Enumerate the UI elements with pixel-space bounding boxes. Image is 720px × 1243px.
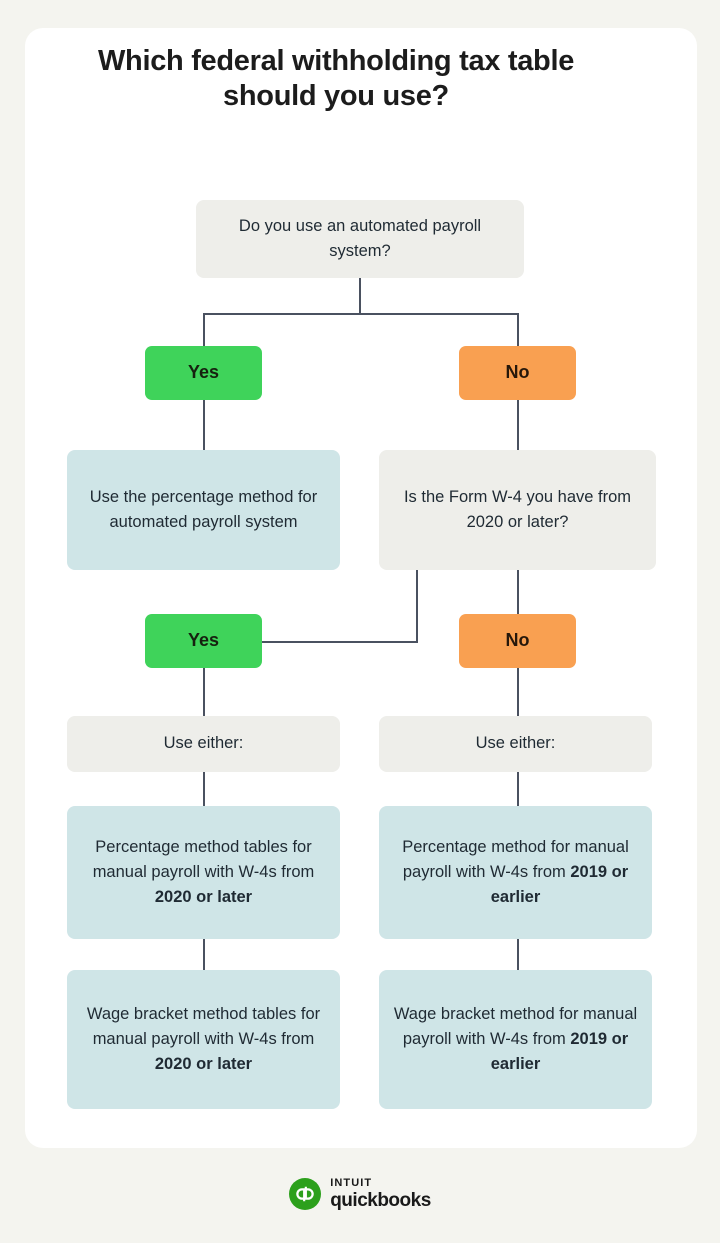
branch-yes-w4-2020[interactable]: Yes — [145, 614, 262, 668]
connector-no-to-use-either-right — [517, 668, 519, 716]
outcome-right-percentage-method-label: Percentage method for manual payroll wit… — [391, 835, 640, 910]
connector-right-outcome1-to-outcome2 — [517, 939, 519, 970]
connector-w4-yes-drop — [416, 570, 418, 643]
outcome-left-wage-bracket-method-label: Wage bracket method tables for manual pa… — [79, 1002, 328, 1077]
outcome-left-percentage-method-emphasis: 2020 or later — [154, 888, 253, 907]
connector-yes-to-automated-result — [203, 400, 205, 450]
branch-no-w4-2020[interactable]: No — [459, 614, 576, 668]
connector-yes-to-use-either-left — [203, 668, 205, 716]
connector-left-outcome1-to-outcome2 — [203, 939, 205, 970]
connector-w4-yes-arm — [262, 641, 418, 643]
outcome-left-percentage-method-label: Percentage method tables for manual payr… — [79, 835, 328, 910]
question-w4-year: Is the Form W-4 you have from 2020 or la… — [379, 450, 656, 570]
outcome-right-percentage-method-text: Percentage method for manual payroll wit… — [402, 837, 629, 881]
label-use-either-left: Use either: — [67, 716, 340, 772]
connector-w4-to-no — [517, 570, 519, 614]
label-use-either-right: Use either: — [379, 716, 652, 772]
quickbooks-label: quickbooks — [330, 1190, 431, 1211]
connector-use-either-right-to-outcome1 — [517, 772, 519, 806]
connector-root-stem — [359, 278, 361, 314]
outcome-left-wage-bracket-method-emphasis: 2020 or later — [154, 1055, 253, 1074]
outcome-left-wage-bracket-method: Wage bracket method tables for manual pa… — [67, 970, 340, 1109]
outcome-left-percentage-method-text: Percentage method tables for manual payr… — [92, 837, 315, 881]
label-use-either-left-text: Use either: — [163, 734, 244, 753]
question-automated-payroll-label: Do you use an automated payroll system? — [238, 216, 482, 260]
connector-use-either-left-to-outcome1 — [203, 772, 205, 806]
footer-logo: INTUIT quickbooks — [0, 1178, 720, 1210]
outcome-right-percentage-method: Percentage method for manual payroll wit… — [379, 806, 652, 939]
page-title: Which federal withholding tax table shou… — [97, 45, 575, 113]
branch-no-automated[interactable]: No — [459, 346, 576, 400]
intuit-label: INTUIT — [330, 1177, 373, 1189]
connector-no-to-w4-question — [517, 400, 519, 450]
outcome-right-wage-bracket-method: Wage bracket method for manual payroll w… — [379, 970, 652, 1109]
outcome-left-wage-bracket-method-text: Wage bracket method tables for manual pa… — [86, 1004, 321, 1048]
branch-yes-automated[interactable]: Yes — [145, 346, 262, 400]
connector-root-to-yes — [203, 313, 205, 346]
question-w4-year-label: Is the Form W-4 you have from 2020 or la… — [403, 487, 632, 531]
outcome-right-wage-bracket-method-text: Wage bracket method for manual payroll w… — [393, 1004, 638, 1048]
quickbooks-logo-icon — [289, 1178, 322, 1210]
question-automated-payroll: Do you use an automated payroll system? — [196, 200, 524, 278]
quickbooks-wordmark: INTUIT quickbooks — [330, 1177, 431, 1211]
result-automated-percentage-method-label: Use the percentage method for automated … — [89, 487, 318, 531]
connector-root-to-no — [517, 313, 519, 346]
connector-root-bar — [203, 313, 519, 315]
branch-yes-automated-label: Yes — [187, 362, 220, 383]
label-use-either-right-text: Use either: — [475, 734, 556, 753]
branch-no-automated-label: No — [505, 362, 530, 383]
result-automated-percentage-method: Use the percentage method for automated … — [67, 450, 340, 570]
outcome-right-wage-bracket-method-emphasis: 2019 or earlier — [490, 1029, 629, 1074]
branch-yes-w4-2020-label: Yes — [187, 630, 220, 651]
outcome-left-percentage-method: Percentage method tables for manual payr… — [67, 806, 340, 939]
outcome-right-wage-bracket-method-label: Wage bracket method for manual payroll w… — [391, 1002, 640, 1077]
branch-no-w4-2020-label: No — [505, 630, 530, 651]
outcome-right-percentage-method-emphasis: 2019 or earlier — [490, 862, 629, 907]
